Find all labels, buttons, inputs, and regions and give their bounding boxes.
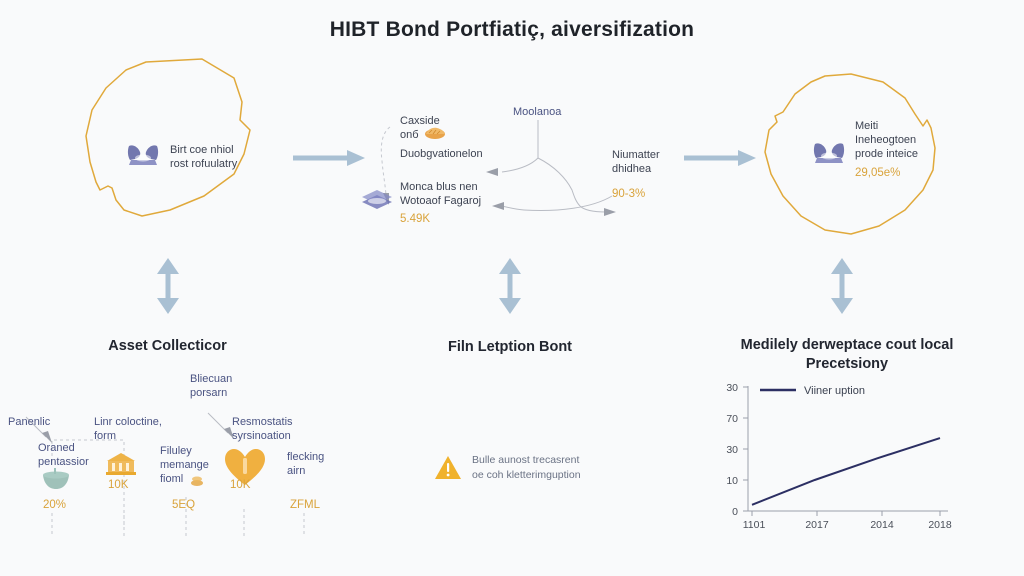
- left-blob-shape: [85, 58, 251, 217]
- svg-text:30: 30: [726, 382, 738, 394]
- bread-icon: [424, 126, 446, 145]
- bottom-left-heading: Asset Collecticor: [108, 338, 227, 354]
- bottom-left-label-6: Filuley memange fioml: [160, 445, 209, 485]
- bottom-left-value-5: ZFML: [290, 499, 321, 511]
- vertical-arrow-right: [831, 258, 853, 314]
- node-c-value: 90-3%: [612, 188, 646, 200]
- bottom-left-value-1: 20%: [43, 499, 67, 511]
- bond-shield-icon: [126, 142, 160, 173]
- bottom-left-label-7: flecking airn: [287, 451, 325, 477]
- line-chart: 0 10 30 70 30 1101 2017 2014 2018 Viiner…: [726, 382, 952, 531]
- coins-icon: [189, 474, 205, 493]
- svg-text:2018: 2018: [928, 519, 952, 531]
- heart-icon: [224, 448, 266, 491]
- svg-text:1101: 1101: [743, 519, 766, 531]
- bottom-left-label-1: Panenlic: [8, 416, 51, 428]
- chart-legend-label: Viiner uption: [804, 385, 865, 397]
- bottom-left-label-3: Linr coloctine, form: [94, 416, 162, 442]
- bottom-left-value-3: 5EQ: [172, 499, 196, 511]
- bond-shield-icon: [812, 140, 846, 171]
- svg-text:2017: 2017: [805, 519, 829, 531]
- node-a-label: Caxside onб: [400, 115, 440, 141]
- svg-text:10: 10: [726, 475, 738, 487]
- bottom-left-label-2: Oraned pentassior: [38, 442, 89, 468]
- bottom-left-value-2: 10K: [108, 479, 129, 491]
- svg-text:70: 70: [726, 413, 738, 425]
- right-blob-shape: [764, 73, 936, 235]
- bottom-right-heading: Medilely derweptace cout local Precetsio…: [740, 337, 954, 372]
- bottom-left-label-5: Resmostatis syrsinoation: [232, 416, 293, 442]
- node-a-sublabel: Duobgvationelon: [400, 148, 483, 160]
- vertical-arrow-middle: [499, 258, 521, 314]
- svg-text:30: 30: [726, 444, 738, 456]
- chart-series-line: [751, 437, 941, 506]
- bottom-left-tree-connectors: [25, 412, 305, 537]
- page-title: HIBT Bond Portfiatiç, aiversifization: [329, 18, 695, 41]
- svg-text:0: 0: [732, 506, 738, 518]
- arrow-middle-to-right: [684, 150, 756, 166]
- left-blob-label: Birt coe nhiol rost rofuulatry: [170, 144, 238, 170]
- node-b-label: Monca blus nen Wotoaof Fagaroj: [400, 181, 482, 207]
- bottom-middle-heading: Filn Letption Bont: [447, 339, 573, 355]
- layers-icon: [360, 188, 394, 217]
- right-blob-value: 29,05e%: [855, 167, 901, 179]
- arrow-left-to-middle: [293, 150, 365, 166]
- bottom-left-value-4: 10K: [230, 479, 251, 491]
- bank-icon: [105, 452, 137, 481]
- bottom-middle-warning-text: Bulle aunost trecasrent oe coh kletterim…: [472, 454, 581, 481]
- node-b-to-c-connector: [492, 195, 613, 211]
- svg-text:2014: 2014: [870, 519, 894, 531]
- vertical-arrow-left: [157, 258, 179, 314]
- middle-top-label: Moolanoa: [513, 106, 562, 118]
- right-blob-label: Meiti Ineheogtoen prode inteice: [855, 120, 918, 160]
- warning-triangle-icon: [434, 455, 462, 486]
- bowl-icon: [41, 468, 71, 495]
- node-c-label: Niumatter dhidhea: [612, 149, 660, 175]
- node-b-value: 5.49K: [400, 213, 431, 225]
- bottom-left-label-4: Bliecuan porsarn: [190, 373, 233, 399]
